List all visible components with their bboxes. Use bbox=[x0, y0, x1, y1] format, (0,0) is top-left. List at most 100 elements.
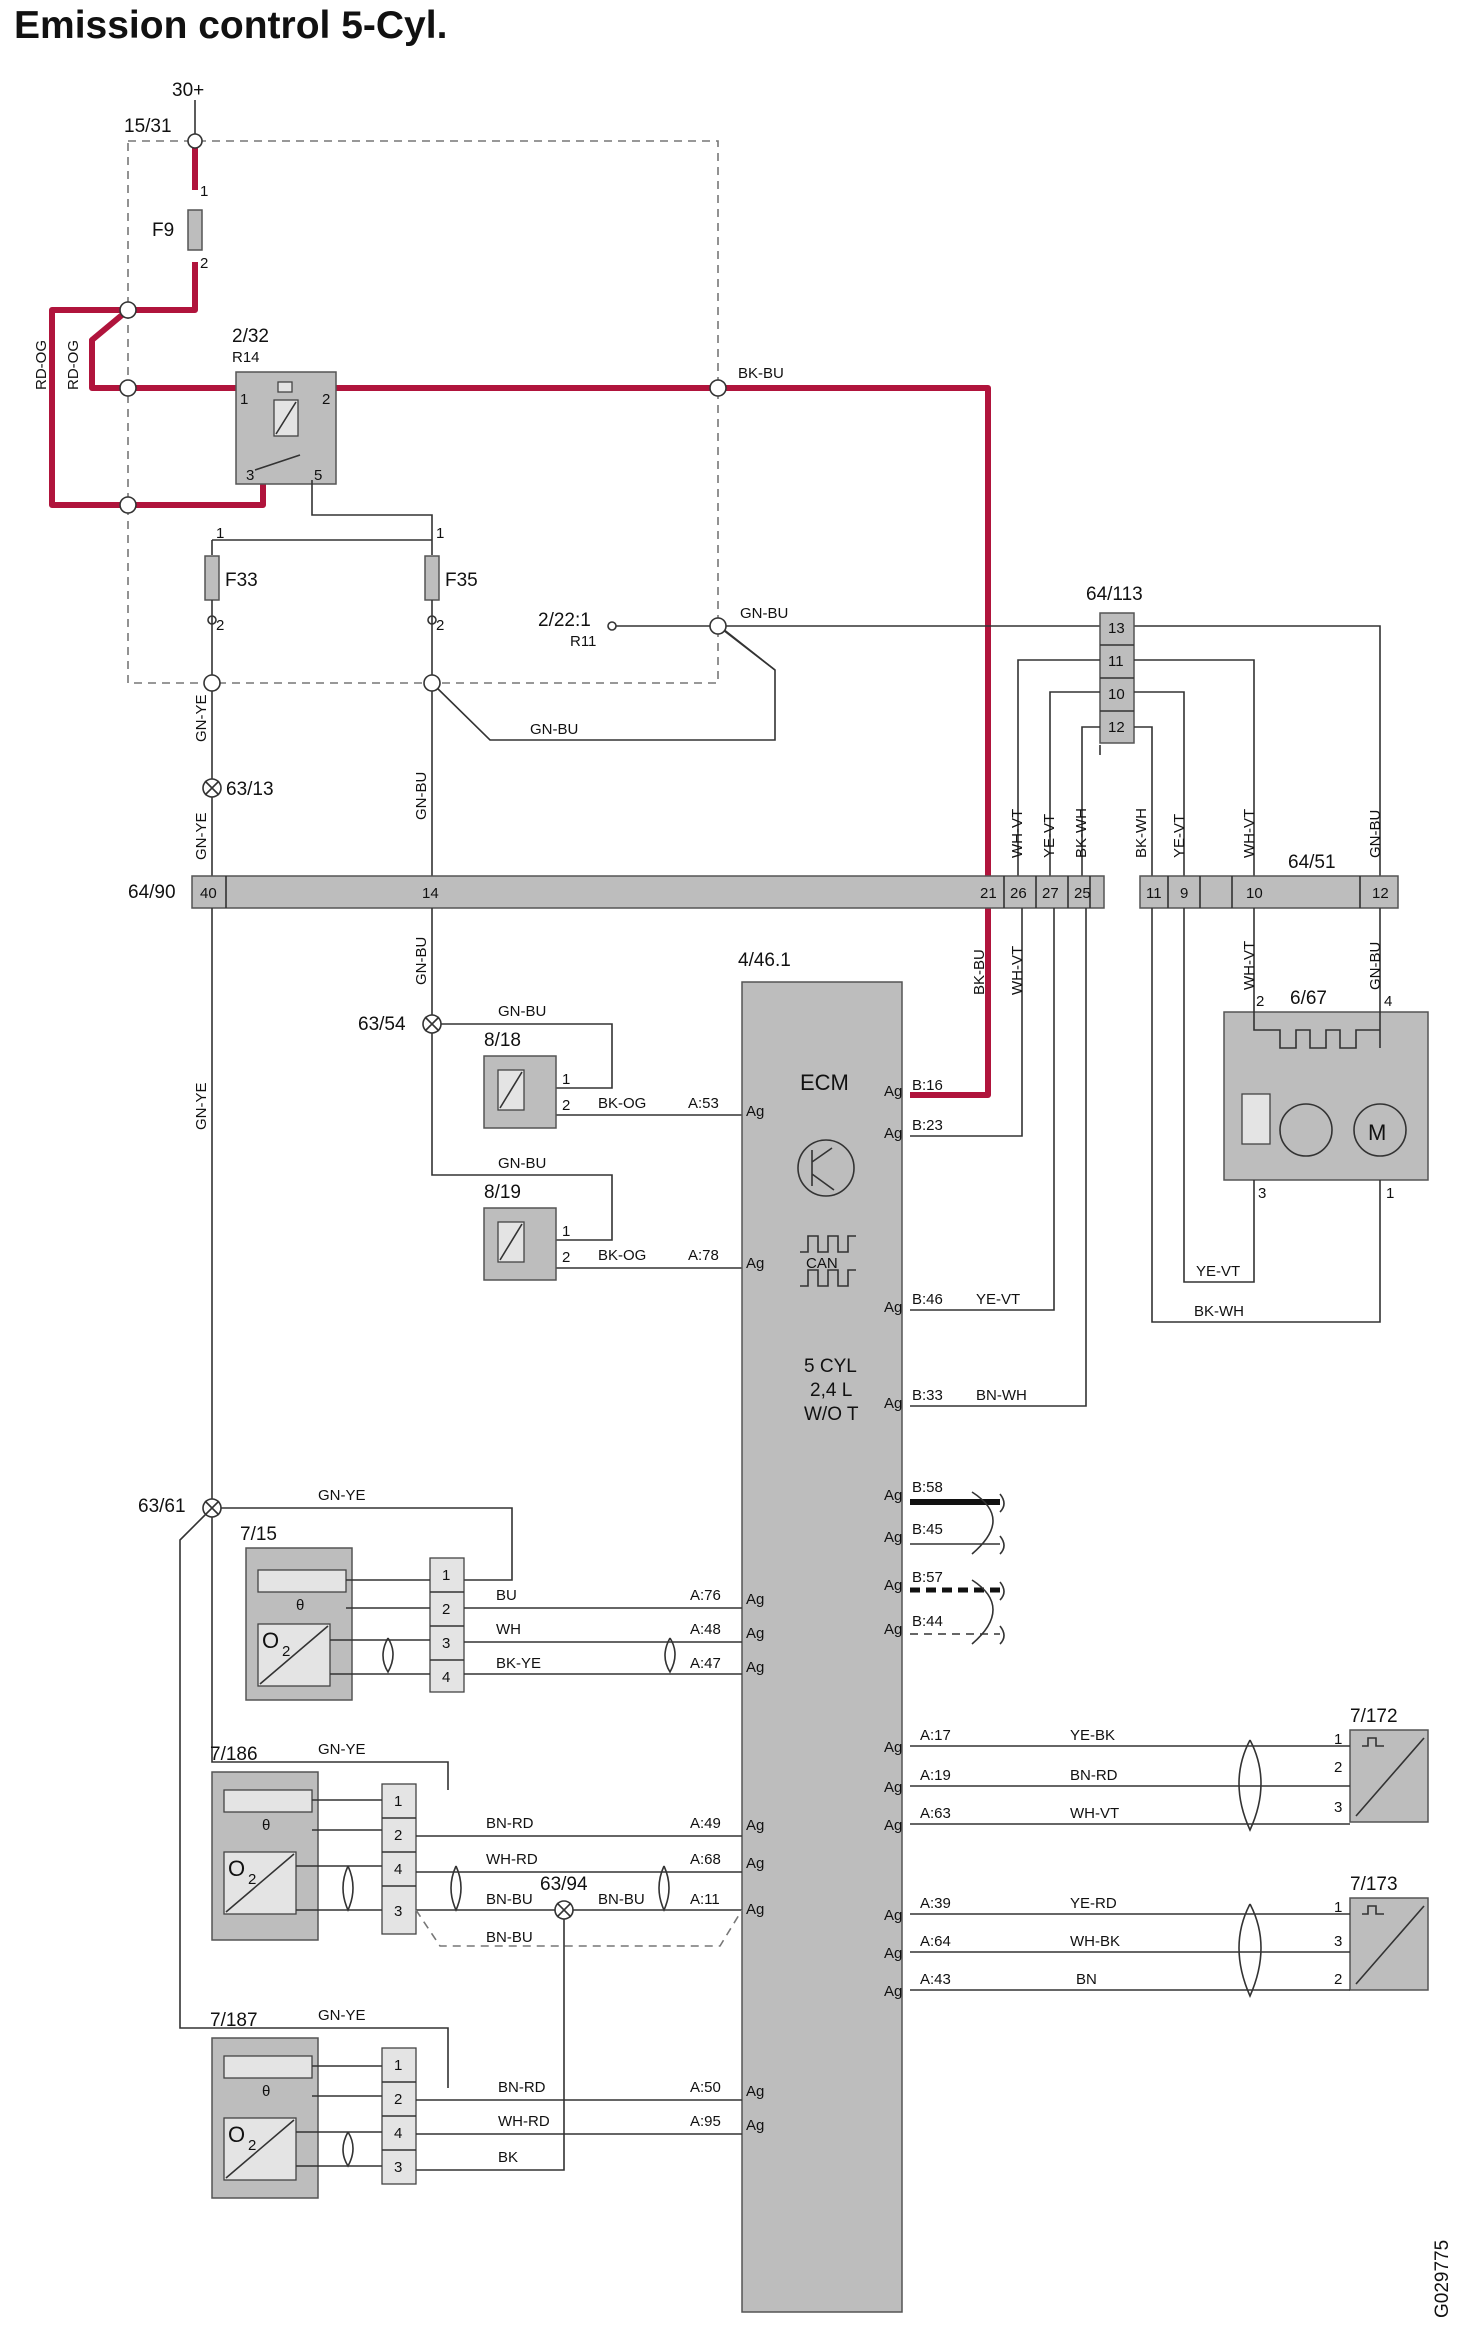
pin-label: 11 bbox=[1108, 653, 1124, 670]
label-64-51: 64/51 bbox=[1288, 852, 1336, 873]
node-2-22 bbox=[607, 621, 617, 631]
pin-label: Ag bbox=[746, 1103, 764, 1120]
pin-label: B:23 bbox=[912, 1117, 943, 1134]
connector-7-186 bbox=[381, 1783, 417, 1935]
o2-sub: 2 bbox=[248, 2137, 256, 2154]
ecm-transistor-lines bbox=[811, 1147, 835, 1191]
o2-sub: 2 bbox=[248, 1871, 256, 1888]
wire-label: BK-WH bbox=[1073, 808, 1090, 858]
pin-label: 4 bbox=[394, 1861, 402, 1878]
relay-coil-top bbox=[277, 381, 293, 393]
label-7-186: 7/186 bbox=[210, 1744, 258, 1765]
pin-label: 4 bbox=[394, 2125, 402, 2142]
connector-7-186-dividers bbox=[382, 1817, 416, 1887]
wire-label: WH-RD bbox=[498, 2113, 550, 2130]
pin-label: 1 bbox=[562, 1071, 570, 1088]
wire-label: BU bbox=[496, 1587, 517, 1604]
wire-label: GN-BU bbox=[413, 937, 430, 985]
shield-7-186 bbox=[415, 1909, 743, 1947]
pin-label: 26 bbox=[1010, 885, 1027, 902]
component-7-172-wires bbox=[910, 1739, 1350, 1832]
label-ecm-id: 4/46.1 bbox=[738, 950, 791, 971]
connector-64-113-wires bbox=[1017, 659, 1255, 890]
pin-label: 27 bbox=[1042, 885, 1059, 902]
pin-label: 14 bbox=[422, 885, 439, 902]
wire-label: BN-WH bbox=[976, 1387, 1027, 1404]
wire-label: YE-RD bbox=[1070, 1895, 1117, 1912]
connector-64-90 bbox=[191, 875, 1105, 909]
wire-label: WH-RD bbox=[486, 1851, 538, 1868]
pin-label: Ag bbox=[884, 1945, 902, 1962]
pin-label: Ag bbox=[746, 1659, 764, 1676]
fuse-f9 bbox=[187, 209, 203, 251]
pin-label: 2 bbox=[1334, 1971, 1342, 1988]
pin-label: 12 bbox=[1372, 885, 1389, 902]
pin-label: A:49 bbox=[690, 1815, 721, 1832]
pin-label: A:17 bbox=[920, 1727, 951, 1744]
pin-label: 5 bbox=[314, 467, 322, 484]
ecm-line1: 5 CYL bbox=[804, 1356, 857, 1377]
wire-label: BN bbox=[1076, 1971, 1097, 1988]
wire-label: WH-VT bbox=[1241, 809, 1258, 858]
component-7-173-wires bbox=[910, 1903, 1350, 1998]
pin-label: B:33 bbox=[912, 1387, 943, 1404]
pin-label: 3 bbox=[1334, 1933, 1342, 1950]
label-8-18: 8/18 bbox=[484, 1030, 521, 1051]
pin-label: 2 bbox=[216, 617, 224, 634]
pin-label: 3 bbox=[1334, 1799, 1342, 1816]
pin-label: 21 bbox=[980, 885, 997, 902]
node-f33-out bbox=[203, 674, 221, 692]
ecm-transistor-icon bbox=[797, 1139, 855, 1197]
pin-label: 9 bbox=[1180, 885, 1188, 902]
label-64-90: 64/90 bbox=[128, 882, 176, 903]
connector-7-15-dividers bbox=[430, 1591, 464, 1661]
wire-gnbu-top bbox=[616, 625, 1381, 890]
label-15-31: 15/31 bbox=[124, 116, 172, 137]
node-gnbu bbox=[709, 617, 727, 635]
node-15-31 bbox=[187, 133, 203, 149]
o2-label: O bbox=[262, 1628, 279, 1653]
wire-label: YE-VT bbox=[1171, 814, 1188, 858]
wire-label: GN-BU bbox=[1367, 810, 1384, 858]
o2-diag bbox=[259, 1625, 329, 1685]
component-6-67-signal bbox=[1253, 1012, 1381, 1049]
fuse-f35 bbox=[424, 555, 440, 601]
node-rdog-3 bbox=[119, 496, 137, 514]
pin-label: B:44 bbox=[912, 1613, 943, 1630]
pin-label: 4 bbox=[1384, 993, 1392, 1010]
node-bkbu bbox=[709, 379, 727, 397]
component-7-173-symbol bbox=[1355, 1905, 1425, 1985]
component-6-67-wires bbox=[1151, 908, 1381, 1323]
pin-label: A:63 bbox=[920, 1805, 951, 1822]
label-63-61: 63/61 bbox=[138, 1496, 186, 1517]
pin-label: 13 bbox=[1108, 620, 1125, 637]
splice-63-13-x bbox=[204, 780, 220, 796]
pin-label: 10 bbox=[1108, 686, 1125, 703]
label-2-22-sub: R11 bbox=[570, 633, 596, 650]
motor-icon bbox=[1353, 1103, 1407, 1157]
connector-64-51 bbox=[1139, 875, 1399, 909]
pin-label: Ag bbox=[884, 1983, 902, 2000]
pin-label: Ag bbox=[884, 1529, 902, 1546]
pin-label: Ag bbox=[884, 1577, 902, 1594]
pin-label: Ag bbox=[884, 1621, 902, 1638]
pin-label: 1 bbox=[240, 391, 248, 408]
wire-label: BK-YE bbox=[496, 1655, 541, 1672]
o2-label: O bbox=[228, 2122, 245, 2147]
label-64-113: 64/113 bbox=[1086, 584, 1143, 605]
wire-label: WH-VT bbox=[1070, 1805, 1119, 1822]
label-30plus: 30+ bbox=[172, 80, 204, 101]
o2-diag bbox=[225, 2119, 295, 2179]
pin-label: Ag bbox=[884, 1083, 902, 1100]
fuse-out-wires bbox=[211, 600, 776, 890]
wire-label: GN-YE bbox=[318, 1487, 366, 1504]
pin-label: 2 bbox=[322, 391, 330, 408]
pin-label: 3 bbox=[394, 2159, 402, 2176]
pin-label: B:58 bbox=[912, 1479, 943, 1496]
pin-label: 2 bbox=[394, 2091, 402, 2108]
component-7-187-wires bbox=[296, 2065, 742, 2167]
ecm-can-label: CAN bbox=[806, 1255, 838, 1272]
pin-label: 1 bbox=[1334, 1731, 1342, 1748]
wire-label: YE-BK bbox=[1070, 1727, 1115, 1744]
wire-label: BK-OG bbox=[598, 1095, 646, 1112]
